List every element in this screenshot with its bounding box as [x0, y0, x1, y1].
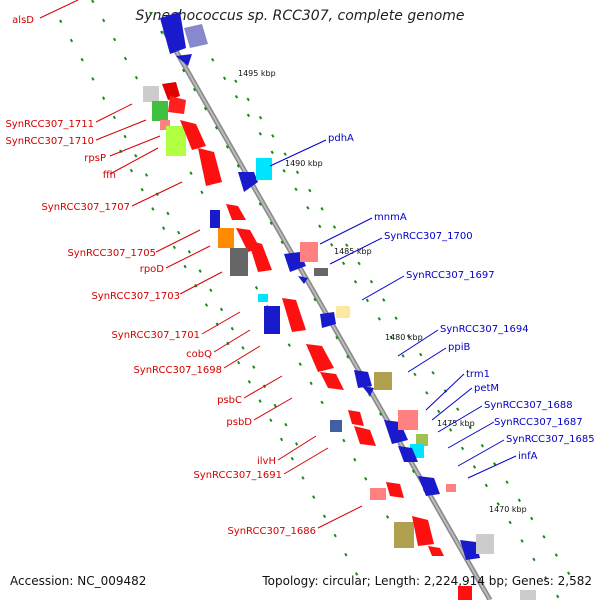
gene-label: SynRCC307_1685: [506, 434, 595, 445]
gene-block: [370, 488, 386, 500]
gene-label: SynRCC307_1686: [227, 526, 316, 537]
gene-label: psbC: [217, 395, 242, 406]
gene-block: [256, 158, 272, 180]
gene-label: SynRCC307_1700: [384, 231, 473, 242]
gene-arrow: [398, 446, 418, 462]
gene-label: rpsP: [84, 153, 106, 164]
gene-label: SynRCC307_1701: [111, 330, 200, 341]
scale-label: 1485 kbp: [334, 247, 372, 256]
gene-label: trm1: [466, 369, 490, 380]
gene-label: SynRCC307_1710: [5, 136, 94, 147]
gene-block: [258, 294, 268, 302]
scale-label: 1490 kbp: [285, 159, 323, 168]
gene-arrow: [238, 172, 258, 192]
gene-label: pdhA: [328, 133, 354, 144]
gene-arrow: [320, 372, 344, 390]
gene-label: SynRCC307_1703: [91, 291, 180, 302]
gene-block: [458, 586, 472, 600]
gene-features-right: [238, 158, 536, 600]
gene-arrow: [162, 82, 180, 100]
genome-summary-text: Topology: circular; Length: 2,224,914 bp…: [262, 574, 592, 588]
gene-label: psbD: [226, 417, 252, 428]
gene-label: alsD: [12, 15, 34, 26]
gene-arrow: [386, 482, 404, 498]
gene-label: petM: [474, 383, 499, 394]
scale-label: 1480 kbp: [385, 333, 423, 342]
gene-arrow: [180, 120, 206, 150]
gene-block: [520, 590, 536, 600]
gene-block: [394, 522, 414, 548]
gene-block: [264, 306, 280, 334]
gene-arrow: [184, 24, 208, 48]
gene-label: infA: [518, 451, 538, 462]
gene-block: [300, 242, 318, 262]
gene-label: rpoD: [140, 264, 165, 275]
gene-arrow: [412, 516, 434, 546]
gene-arrow: [198, 148, 222, 186]
gene-block: [166, 126, 186, 156]
gene-label: SynRCC307_1687: [494, 417, 583, 428]
scale-label: 1470 kbp: [489, 505, 527, 514]
gene-arrow: [226, 204, 246, 220]
gene-label: mnmA: [374, 212, 407, 223]
gene-block: [210, 210, 220, 228]
gene-label: ppiB: [448, 342, 470, 353]
gene-label: SynRCC307_1697: [406, 270, 495, 281]
scale-label: 1495 kbp: [238, 69, 276, 78]
gene-label: SynRCC307_1698: [133, 365, 222, 376]
gene-label: SynRCC307_1707: [41, 202, 130, 213]
gene-block: [476, 534, 494, 554]
gene-block: [330, 420, 342, 432]
gene-block: [416, 434, 428, 446]
gene-block: [230, 248, 248, 276]
gene-arrow: [160, 12, 186, 54]
gene-arrow: [384, 420, 408, 444]
gene-arrow: [320, 312, 336, 328]
gene-block: [160, 120, 170, 130]
gene-label: SynRCC307_1711: [5, 119, 94, 130]
gene-arrow: [306, 344, 334, 372]
scale-label: 1475 kbp: [437, 419, 475, 428]
gene-arrow: [354, 426, 376, 446]
scale-guides: [59, 0, 581, 600]
gene-arrow: [428, 546, 444, 556]
accession-text: Accession: NC_009482: [10, 574, 147, 588]
gene-arrow: [168, 96, 186, 114]
gene-block: [143, 86, 159, 102]
gene-block: [374, 372, 392, 390]
gene-arrow: [176, 54, 192, 66]
gene-arrow: [248, 240, 272, 272]
gene-block: [446, 484, 456, 492]
gene-arrow: [460, 540, 480, 560]
gene-block: [398, 410, 418, 430]
gene-label: SynRCC307_1691: [193, 470, 282, 481]
gene-arrow: [418, 476, 440, 496]
gene-arrow: [348, 410, 364, 426]
gene-label: ffh: [103, 170, 116, 181]
gene-block: [336, 306, 350, 318]
gene-block: [152, 101, 168, 121]
genome-title: Synechococcus sp. RCC307, complete genom…: [135, 8, 465, 24]
gene-arrow: [282, 298, 306, 332]
gene-block: [218, 228, 234, 248]
gene-label: ilvH: [257, 456, 276, 467]
gene-arrow: [354, 370, 372, 388]
gene-arrow: [298, 276, 308, 284]
gene-label: SynRCC307_1688: [484, 400, 573, 411]
gene-label: SynRCC307_1705: [67, 248, 156, 259]
gene-label: cobQ: [186, 349, 212, 360]
gene-arrow: [362, 386, 374, 396]
gene-block: [314, 268, 328, 276]
gene-label: SynRCC307_1694: [440, 324, 529, 335]
gene-features-left: [143, 12, 444, 556]
